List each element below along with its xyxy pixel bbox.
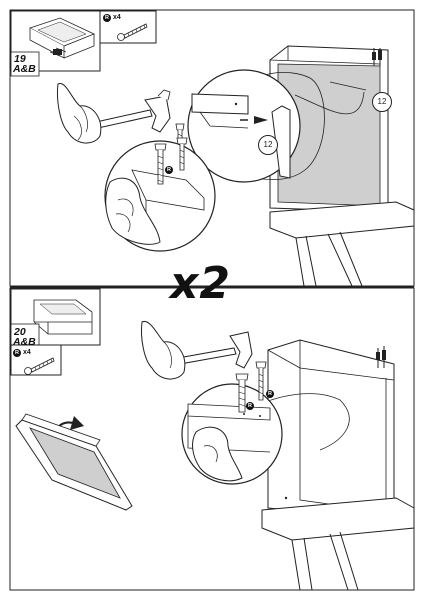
hand-icon [57, 83, 102, 144]
step-19-number: 19 [14, 53, 26, 65]
hand-icon [141, 320, 186, 380]
mirror-cabinet-icon [267, 339, 395, 521]
screw-icon [117, 23, 148, 41]
step-20-number: 20 [14, 326, 26, 338]
hammer-icon [177, 331, 253, 369]
table-icon [261, 497, 415, 591]
step-20-subtitle: A&B [13, 336, 36, 348]
step-19-label-box [10, 51, 40, 77]
mirror-cabinet-icon [269, 45, 389, 213]
step-19-callout-label: 12 [372, 92, 392, 112]
table-icon [269, 201, 415, 287]
step-19-subtitle: A&B [13, 63, 36, 75]
screw-icon [24, 357, 55, 375]
step-19-part-letter: R [103, 14, 111, 22]
step-20-part-letter: R [13, 349, 21, 357]
magnified-detail-2 [104, 137, 216, 252]
magnified-detail-3 [181, 361, 350, 485]
step-19-part-qty: x4 [113, 14, 121, 21]
hammer-icon [95, 89, 171, 133]
hardware-badge: R [266, 390, 274, 398]
step-20-part-qty: x4 [23, 349, 31, 356]
step-20-label-box [10, 323, 40, 349]
step-19-thumbnail-icon [10, 10, 101, 72]
mirror-cabinet-icon [15, 413, 133, 511]
push-arrow-icon [254, 116, 268, 124]
repeat-label: x2 [170, 258, 231, 309]
hardware-badge: R [246, 402, 254, 410]
step-19-callout-label-2: 12 [258, 135, 278, 155]
hardware-badge: R [165, 166, 173, 174]
